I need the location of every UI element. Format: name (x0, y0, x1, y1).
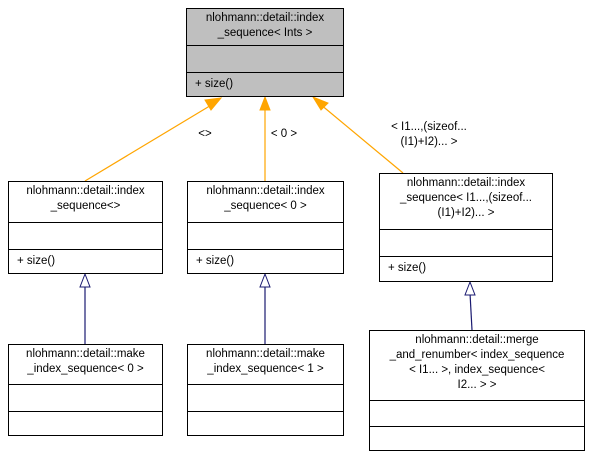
class-node-title-line-1: nlohmann::detail::index (406, 177, 526, 189)
arrowhead-make-one (259, 272, 271, 288)
class-node-title: nlohmann::detail::make _index_sequence< … (9, 345, 162, 385)
edge-root-to-seq-empty (84, 103, 214, 182)
edge-label-zero: < 0 > (262, 127, 306, 142)
class-node-attributes (187, 46, 343, 73)
arrowhead-make-zero (79, 272, 91, 288)
class-node-title-line-2: _and_renumber< index_sequence (389, 349, 565, 361)
edge-root-to-seq-merge (319, 103, 404, 174)
class-node-title-line-2: _sequence<> (50, 200, 121, 212)
class-node-title-line-1: nlohmann::detail::make (26, 348, 145, 360)
class-node-title-line-4: I2... > > (457, 379, 497, 391)
edge-label-merge-line-1: < I1...,(sizeof... (391, 121, 467, 133)
class-node-title-line-2: _index_sequence< 1 > (207, 363, 324, 375)
edge-label-empty-line-1: <> (198, 128, 212, 140)
edge-merge-to-seq-merge (469, 292, 473, 331)
class-node-title-line-2: _sequence< 0 > (224, 200, 307, 212)
class-node-methods (188, 412, 343, 435)
class-node-method-size: + size() (195, 78, 234, 90)
class-node-title-line-1: nlohmann::detail::make (206, 348, 325, 360)
class-node-title: nlohmann::detail::index _sequence<> (9, 182, 162, 223)
class-node-title-line-1: nlohmann::detail::index (26, 185, 145, 197)
class-node-attributes (188, 385, 343, 412)
class-node-title-line-3: (I1)+I2)... > (437, 207, 495, 219)
arrowhead-empty (204, 97, 223, 111)
class-node-method-size: + size() (196, 255, 235, 267)
edge-label-empty: <> (190, 127, 220, 142)
class-node-attributes (188, 223, 343, 250)
class-node-index-sequence-ints[interactable]: nlohmann::detail::index _sequence< Ints … (186, 8, 344, 97)
edge-label-merge-line-2: (I1)+I2)... > (400, 136, 458, 148)
class-node-title-line-2: _index_sequence< 0 > (27, 363, 144, 375)
class-node-make-index-sequence-one[interactable]: nlohmann::detail::make _index_sequence< … (187, 344, 344, 436)
class-node-index-sequence-zero[interactable]: nlohmann::detail::index _sequence< 0 > +… (187, 181, 344, 274)
class-node-title-line-1: nlohmann::detail::merge (415, 334, 539, 346)
class-node-attributes (380, 230, 552, 257)
class-node-method-size: + size() (388, 262, 427, 274)
class-node-title-line-1: nlohmann::detail::index (206, 185, 325, 197)
arrowhead-merge (311, 95, 329, 111)
class-node-attributes (9, 223, 162, 250)
class-node-title-line-1: nlohmann::detail::index (205, 12, 325, 24)
class-node-title: nlohmann::detail::merge _and_renumber< i… (370, 331, 584, 401)
class-node-title: nlohmann::detail::index _sequence< 0 > (188, 182, 343, 223)
class-node-title-line-2: _sequence< Ints > (217, 27, 313, 39)
class-node-index-sequence-merged[interactable]: nlohmann::detail::index _sequence< I1...… (379, 173, 553, 282)
class-node-title: nlohmann::detail::index _sequence< Ints … (187, 9, 343, 46)
class-node-method-size: + size() (17, 255, 56, 267)
class-node-attributes (370, 401, 584, 427)
class-node-title-line-2: _sequence< I1...,(sizeof... (399, 192, 532, 204)
arrowhead-zero (259, 95, 271, 111)
class-node-merge-and-renumber[interactable]: nlohmann::detail::merge _and_renumber< i… (369, 330, 585, 451)
class-node-make-index-sequence-zero[interactable]: nlohmann::detail::make _index_sequence< … (8, 344, 163, 436)
class-node-title: nlohmann::detail::index _sequence< I1...… (380, 174, 552, 230)
class-node-title-line-3: < I1... >, index_sequence< (409, 364, 545, 376)
class-node-methods (9, 412, 162, 435)
edge-label-zero-line-1: < 0 > (270, 128, 298, 140)
edge-label-merge: < I1...,(sizeof... (I1)+I2)... > (374, 120, 484, 150)
class-node-methods (370, 427, 584, 450)
class-node-attributes (9, 385, 162, 412)
class-node-title: nlohmann::detail::make _index_sequence< … (188, 345, 343, 385)
arrowhead-merge-renumber (464, 280, 476, 296)
class-node-index-sequence-empty[interactable]: nlohmann::detail::index _sequence<> + si… (8, 181, 163, 274)
